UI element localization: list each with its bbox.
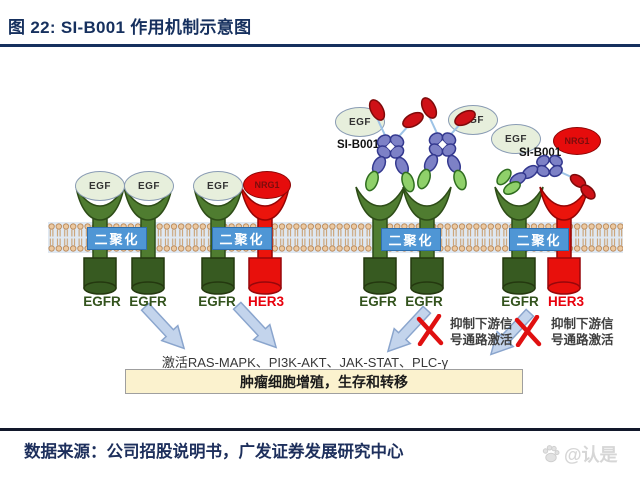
egf-ligand-2: EGF (124, 171, 174, 201)
si-b001-label-1: SI-B001 (337, 139, 380, 151)
pathway-activation-text: 激活RAS-MAPK、PI3K-AKT、JAK-STAT、PLC-γ (161, 355, 449, 370)
receptor-label-1: EGFR (83, 294, 121, 309)
nrg1-ligand-1: NRG1 (243, 171, 291, 199)
inhibition-cross-icon-1 (416, 314, 444, 346)
watermark: @认是 (541, 441, 618, 467)
inhibition-note-line1: 抑制下游信 (551, 317, 614, 331)
figure-title: 图 22: SI-B001 作用机制示意图 (8, 18, 252, 37)
receptor-egfr-3 (193, 186, 243, 295)
receptor-label-8: HER3 (547, 294, 584, 309)
si-b001-label-2: SI-B001 (519, 147, 562, 159)
receptor-egfr-2 (123, 186, 173, 295)
receptor-label-3: EGFR (198, 294, 236, 309)
footer-divider (0, 428, 640, 431)
dimerization-box-3: 二聚化 (381, 228, 441, 251)
receptor-label-7: EGFR (501, 294, 539, 309)
receptor-label-4: HER3 (247, 294, 284, 309)
tumor-outcome-box: 肿瘤细胞增殖，生存和转移 (125, 369, 523, 394)
data-source-text: 数据来源：公司招股说明书，广发证券发展研究中心 (24, 442, 404, 461)
inhibition-cross-icon-2 (514, 315, 542, 347)
receptor-label-6: EGFR (405, 294, 443, 309)
watermark-text: @认是 (564, 445, 618, 465)
si-b001-antibody-icon-3 (496, 154, 596, 200)
dimerization-box-2: 二聚化 (212, 227, 272, 250)
inhibition-note-line1: 抑制下游信 (450, 317, 513, 331)
egf-ligand-3: EGF (193, 171, 243, 201)
receptor-label-2: EGFR (129, 294, 167, 309)
dimerization-box-1: 二聚化 (87, 227, 147, 250)
signal-arrow-down-2 (232, 301, 278, 349)
inhibition-note-line2: 号通路激活 (551, 333, 614, 347)
inhibition-note-line2: 号通路激活 (450, 333, 513, 347)
nrg1-ligand-free-1: NRG1 (553, 127, 601, 155)
si-b001-antibody-icon-1 (365, 99, 424, 193)
egf-ligand-1: EGF (75, 171, 125, 201)
inhibition-note-2: 抑制下游信 号通路激活 (551, 316, 614, 348)
title-divider (0, 44, 640, 47)
receptor-egfr-4 (355, 186, 405, 295)
blocked-arrow-2 (489, 308, 535, 356)
dimerization-box-4: 二聚化 (509, 228, 569, 251)
signal-arrow-down-1 (140, 302, 186, 350)
receptor-label-5: EGFR (359, 294, 397, 309)
egf-ligand-free-3: EGF (491, 124, 541, 154)
paw-icon (542, 445, 560, 463)
inhibition-note-1: 抑制下游信 号通路激活 (450, 316, 513, 348)
si-b001-antibody-icon-2 (417, 97, 476, 191)
